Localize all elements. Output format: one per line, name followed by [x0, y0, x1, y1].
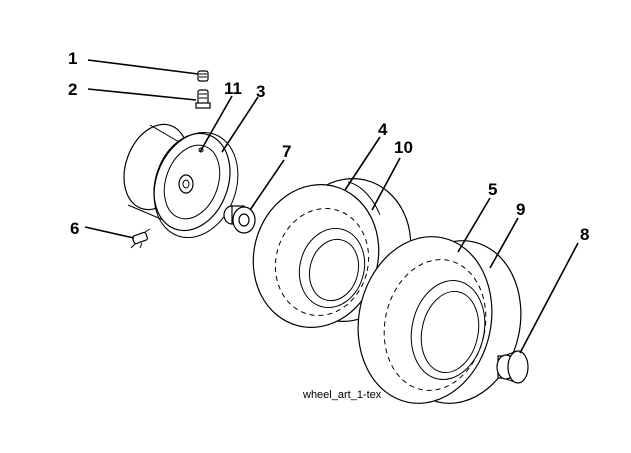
wheel-rim-part: [123, 123, 231, 232]
grease-fitting-part: [130, 228, 151, 249]
callout-3: 3: [256, 82, 265, 101]
hub-cap-part: [496, 350, 529, 384]
callout-8: 8: [580, 225, 589, 244]
rear-tire-part: [357, 236, 522, 404]
bushing-part: [223, 205, 256, 234]
figure-caption: wheel_art_1-tex: [302, 389, 382, 401]
leader-line-5: [457, 197, 491, 253]
leader-line-7: [249, 159, 285, 211]
leader-line-10: [371, 157, 401, 211]
leader-line-8: [519, 242, 579, 354]
leader-line-3: [221, 96, 259, 153]
callout-9: 9: [516, 200, 525, 219]
leader-line-11: [199, 95, 233, 153]
valve-stem-part: [195, 89, 211, 109]
callout-4: 4: [378, 120, 388, 139]
leader-line-1: [87, 59, 199, 75]
callout-7: 7: [282, 142, 291, 161]
leader-line-4: [344, 136, 381, 191]
callout-11: 11: [224, 79, 242, 98]
callout-1: 1: [68, 49, 77, 68]
callout-6: 6: [70, 219, 79, 238]
rim-ring-part: [153, 131, 239, 239]
callout-5: 5: [488, 180, 497, 199]
leader-line-9: [489, 217, 519, 269]
valve-cap-part: [197, 70, 209, 82]
leader-line-2: [87, 88, 197, 101]
callout-2: 2: [68, 80, 77, 99]
callout-10: 10: [394, 138, 413, 157]
leader-line-6: [84, 226, 135, 239]
